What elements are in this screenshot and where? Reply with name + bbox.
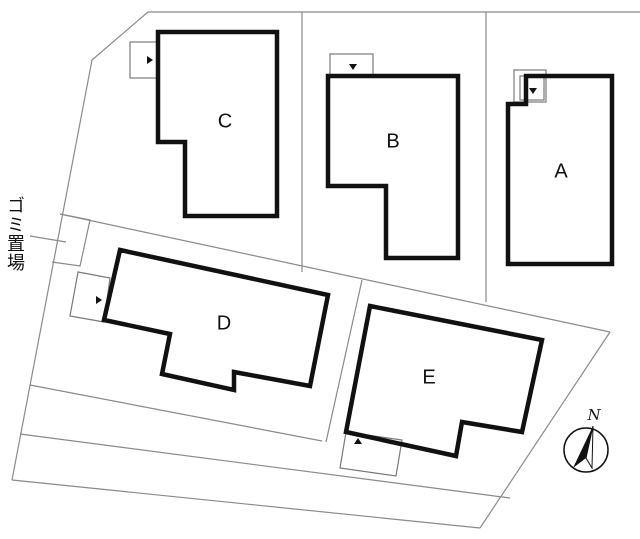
- lot-label-c: C: [218, 110, 232, 132]
- lot-label-e: E: [422, 366, 435, 388]
- site-boundary: [11, 11, 640, 529]
- lot-label-d: D: [217, 312, 231, 334]
- north-arrow: N: [563, 406, 609, 473]
- compass-needle-light: [585, 425, 594, 470]
- garbage-area-label: ゴミ置場: [4, 196, 25, 272]
- lot-lines: [19, 12, 611, 499]
- lot-label-a: A: [554, 160, 568, 182]
- house-outline-d: [101, 247, 331, 393]
- house-b: B: [325, 53, 461, 261]
- lot-label-b: B: [386, 130, 399, 152]
- house-d: D: [69, 247, 331, 393]
- entrance-porch-c: [129, 41, 159, 79]
- house-outline-c: [155, 29, 280, 219]
- entrance-marker-c: [147, 56, 153, 64]
- compass-needle-dark: [573, 426, 593, 468]
- entrance-marker-b: [349, 64, 357, 70]
- entrance-marker-d: [96, 296, 102, 304]
- house-a: A: [505, 69, 615, 267]
- compass-north-label: N: [586, 406, 601, 424]
- house-e: E: [339, 303, 545, 477]
- compass-circle: [563, 427, 609, 473]
- entrance-marker-a: [529, 88, 537, 94]
- house-outline-a: [505, 73, 615, 267]
- house-outline-e: [343, 303, 545, 459]
- entrance-marker-e: [354, 438, 362, 444]
- house-outline-b: [325, 73, 461, 261]
- house-c: C: [129, 29, 280, 219]
